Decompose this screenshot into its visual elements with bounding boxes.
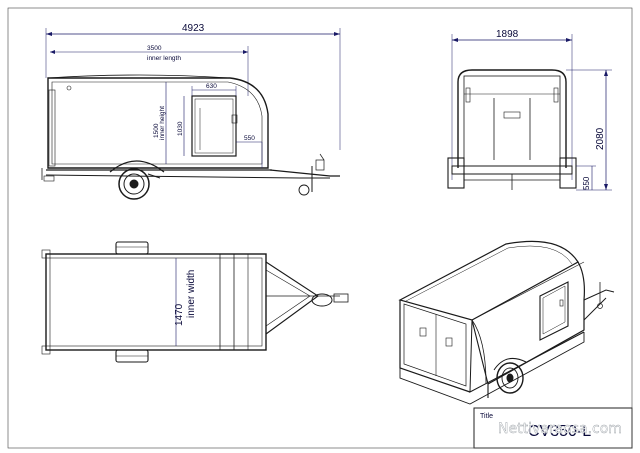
door-offset-dimension: 550: [244, 135, 255, 142]
side-view: [41, 28, 341, 200]
inner-length-label: inner length: [147, 55, 181, 62]
inner-width-label: inner width: [186, 270, 197, 318]
inner-height-label: inner height: [159, 106, 166, 140]
inner-length-dimension: 3500: [147, 45, 162, 52]
inner-height-dimension: 1500: [153, 123, 160, 138]
rear-view: [447, 34, 612, 191]
door-width-dimension: 630: [206, 83, 217, 90]
overall-length-dimension: 4923: [182, 23, 205, 34]
title-label: Title: [480, 413, 493, 420]
watermark: Nettivaraosa.com: [498, 421, 622, 437]
title-value: CV350-L: [528, 423, 591, 440]
drawing-frame: [7, 7, 633, 449]
floor-height-dimension: 550: [582, 176, 591, 190]
door-height-dimension: 1030: [177, 121, 184, 136]
top-view: [41, 241, 349, 363]
overall-width-dimension: 1898: [496, 29, 519, 40]
inner-width-dimension: 1470: [174, 303, 185, 326]
overall-height-dimension: 2080: [595, 127, 606, 150]
isometric-view: [398, 240, 615, 405]
